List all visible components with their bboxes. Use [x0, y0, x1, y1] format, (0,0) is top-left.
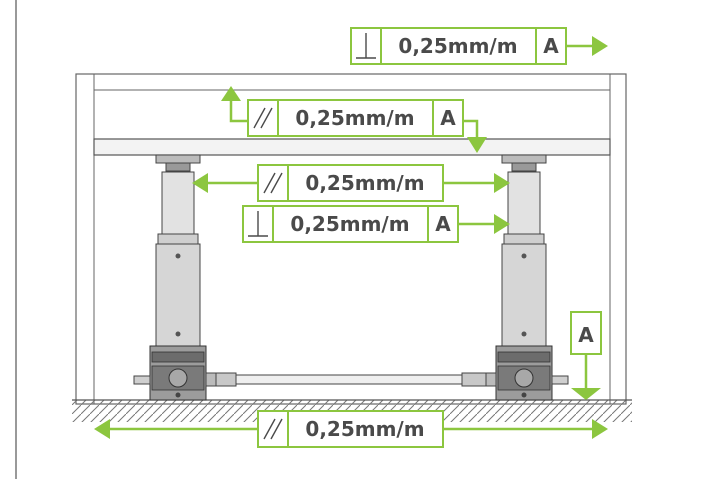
tolerance-frame-parallelism-top: 0,25mm/m A — [221, 86, 487, 153]
tolerance-value: 0,25mm/m — [295, 106, 414, 130]
parallelism-icon — [263, 418, 283, 440]
tolerance-datum: A — [543, 34, 559, 58]
parallelism-icon — [253, 107, 273, 129]
tolerance-value: 0,25mm/m — [305, 417, 424, 441]
parallelism-icon — [263, 172, 283, 194]
right-lifting-column — [485, 154, 569, 401]
table-top-plate — [93, 138, 611, 156]
tolerance-frame-parallelism-floor: 0,25mm/m — [94, 410, 608, 448]
tolerance-value: 0,25mm/m — [398, 34, 517, 58]
perpendicularity-icon — [248, 211, 268, 237]
tolerance-value: 0,25mm/m — [305, 171, 424, 195]
tolerance-datum: A — [440, 106, 456, 130]
tolerance-frame-perpendicularity-column: 0,25mm/m A — [242, 205, 510, 243]
tolerance-value: 0,25mm/m — [290, 212, 409, 236]
tolerance-datum: A — [435, 212, 451, 236]
synchronisation-shaft — [215, 372, 487, 387]
perpendicularity-icon — [356, 33, 376, 59]
datum-a-label: A — [578, 323, 594, 347]
left-lifting-column — [133, 154, 217, 401]
tolerance-frame-perpendicularity-top: 0,25mm/m A — [350, 27, 608, 65]
datum-a-marker: A — [570, 311, 602, 400]
tolerance-frame-parallelism-columns: 0,25mm/m — [192, 164, 510, 202]
